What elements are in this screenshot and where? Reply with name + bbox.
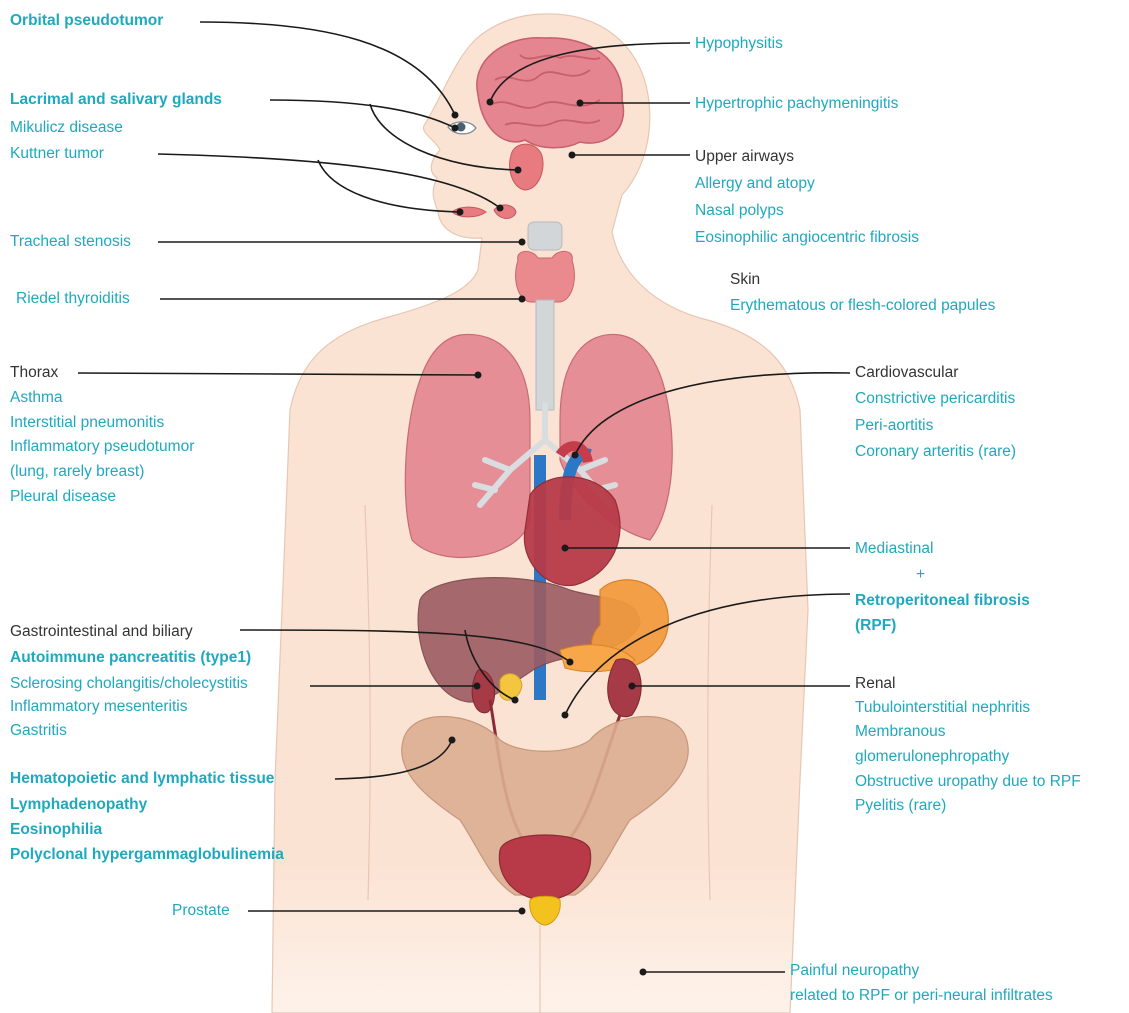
label-prostate: Prostate — [172, 902, 230, 920]
label-painful-neuropathy: Painful neuropathy — [790, 962, 919, 980]
label-asthma: Asthma — [10, 389, 63, 407]
label-glomerulonephropathy: glomerulonephropathy — [855, 748, 1009, 766]
label-lymphadenopathy: Lymphadenopathy — [10, 796, 147, 814]
label-rpf: (RPF) — [855, 617, 896, 635]
label-skin: Skin — [730, 271, 760, 289]
label-retroperitoneal: Retroperitoneal fibrosis — [855, 592, 1030, 610]
label-tracheal-stenosis: Tracheal stenosis — [10, 233, 131, 251]
label-gastritis: Gastritis — [10, 722, 67, 740]
label-eosinophilic-fibrosis: Eosinophilic angiocentric fibrosis — [695, 229, 919, 247]
label-hypophysitis: Hypophysitis — [695, 35, 783, 53]
label-interstitial: Interstitial pneumonitis — [10, 414, 164, 432]
label-thorax: Thorax — [10, 364, 58, 382]
label-pachymeningitis: Hypertrophic pachymeningitis — [695, 95, 898, 113]
label-coronary: Coronary arteritis (rare) — [855, 443, 1016, 461]
label-orbital-pseudotumor: Orbital pseudotumor — [10, 12, 163, 30]
label-polyclonal: Polyclonal hypergammaglobulinemia — [10, 846, 284, 864]
label-peri-aortitis: Peri-aortitis — [855, 417, 933, 435]
label-kuttner: Kuttner tumor — [10, 145, 104, 163]
label-membranous: Membranous — [855, 723, 945, 741]
label-hematopoietic: Hematopoietic and lymphatic tissue — [10, 770, 274, 788]
label-pleural: Pleural disease — [10, 488, 116, 506]
label-mediastinal: Mediastinal — [855, 540, 933, 558]
label-mesenteritis: Inflammatory mesenteritis — [10, 698, 187, 716]
label-related-rpf: related to RPF or peri-neural infiltrate… — [790, 987, 1053, 1005]
label-gastrointestinal: Gastrointestinal and biliary — [10, 623, 193, 641]
thyroid — [516, 251, 575, 302]
label-lung-breast: (lung, rarely breast) — [10, 463, 144, 481]
label-cardiovascular: Cardiovascular — [855, 364, 958, 382]
label-plus: + — [916, 566, 925, 584]
label-renal: Renal — [855, 675, 896, 693]
label-riedel: Riedel thyroiditis — [16, 290, 130, 308]
label-eosinophilia: Eosinophilia — [10, 821, 102, 839]
label-tubulointerstitial: Tubulointerstitial nephritis — [855, 699, 1030, 717]
label-papules: Erythematous or flesh-colored papules — [730, 297, 995, 315]
label-lacrimal-salivary: Lacrimal and salivary glands — [10, 91, 222, 109]
label-pyelitis: Pyelitis (rare) — [855, 797, 946, 815]
label-mikulicz: Mikulicz disease — [10, 119, 123, 137]
label-autoimmune-pancreatitis: Autoimmune pancreatitis (type1) — [10, 649, 251, 667]
brain — [477, 38, 624, 148]
label-upper-airways: Upper airways — [695, 148, 794, 166]
label-inflammatory-pseudotumor: Inflammatory pseudotumor — [10, 438, 194, 456]
larynx — [528, 222, 562, 250]
label-allergy: Allergy and atopy — [695, 175, 815, 193]
kidney-right — [608, 659, 642, 717]
label-nasal-polyps: Nasal polyps — [695, 202, 784, 220]
label-sclerosing: Sclerosing cholangitis/cholecystitis — [10, 675, 248, 693]
label-pericarditis: Constrictive pericarditis — [855, 390, 1015, 408]
trachea — [536, 300, 554, 410]
label-obstructive-uropathy: Obstructive uropathy due to RPF — [855, 773, 1081, 791]
